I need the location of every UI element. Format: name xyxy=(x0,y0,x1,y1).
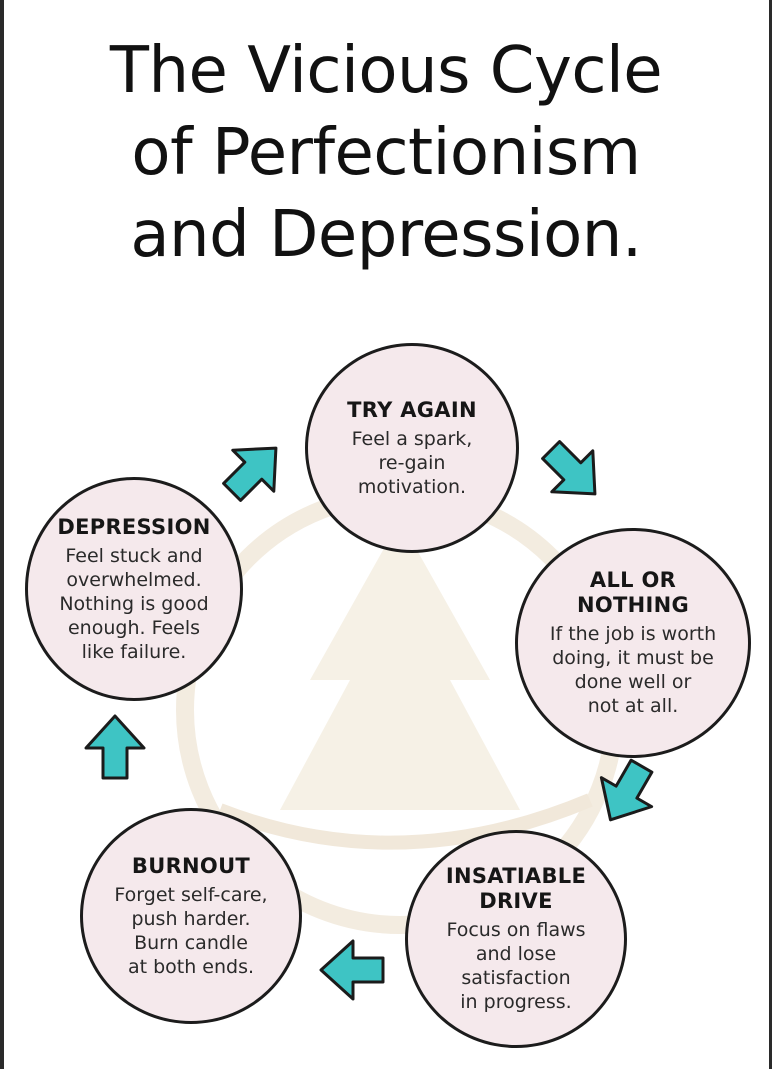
node-heading: ALL OR NOTHING xyxy=(576,568,690,617)
arrow-icon xyxy=(317,935,387,1005)
node-heading: BURNOUT xyxy=(131,853,251,878)
node-description: Feel stuck and overwhelmed. Nothing is g… xyxy=(59,544,209,663)
page-title: The Vicious Cycle of Perfectionism and D… xyxy=(40,30,732,276)
node-heading: TRY AGAIN xyxy=(347,397,477,422)
frame-edge-right xyxy=(769,0,772,1069)
cycle-node-depression: DEPRESSION Feel stuck and overwhelmed. N… xyxy=(25,477,243,701)
frame-edge-left xyxy=(0,0,4,1069)
node-description: Focus on flaws and lose satisfaction in … xyxy=(446,919,586,1013)
title-line-2: of Perfectionism xyxy=(131,116,641,190)
node-description: Forget self-care, push harder. Burn cand… xyxy=(114,883,268,978)
title-line-3: and Depression. xyxy=(130,198,642,272)
node-heading: DEPRESSION xyxy=(57,514,211,539)
arrow-icon xyxy=(80,712,150,782)
arrow-icon xyxy=(578,745,674,841)
cycle-node-burnout: BURNOUT Forget self-care, push harder. B… xyxy=(80,808,302,1024)
node-description: Feel a spark, re-gain motivation. xyxy=(351,427,473,498)
cycle-node-insatiable-drive: INSATIABLE DRIVE Focus on flaws and lose… xyxy=(405,830,627,1048)
node-heading: INSATIABLE DRIVE xyxy=(445,864,587,913)
cycle-node-all-or-nothing: ALL OR NOTHING If the job is worth doing… xyxy=(515,528,751,758)
node-description: If the job is worth doing, it must be do… xyxy=(549,623,717,717)
title-line-1: The Vicious Cycle xyxy=(109,34,663,108)
arrow-icon xyxy=(524,423,623,522)
arrow-icon xyxy=(205,421,304,520)
cycle-node-try-again: TRY AGAIN Feel a spark, re-gain motivati… xyxy=(305,343,519,553)
